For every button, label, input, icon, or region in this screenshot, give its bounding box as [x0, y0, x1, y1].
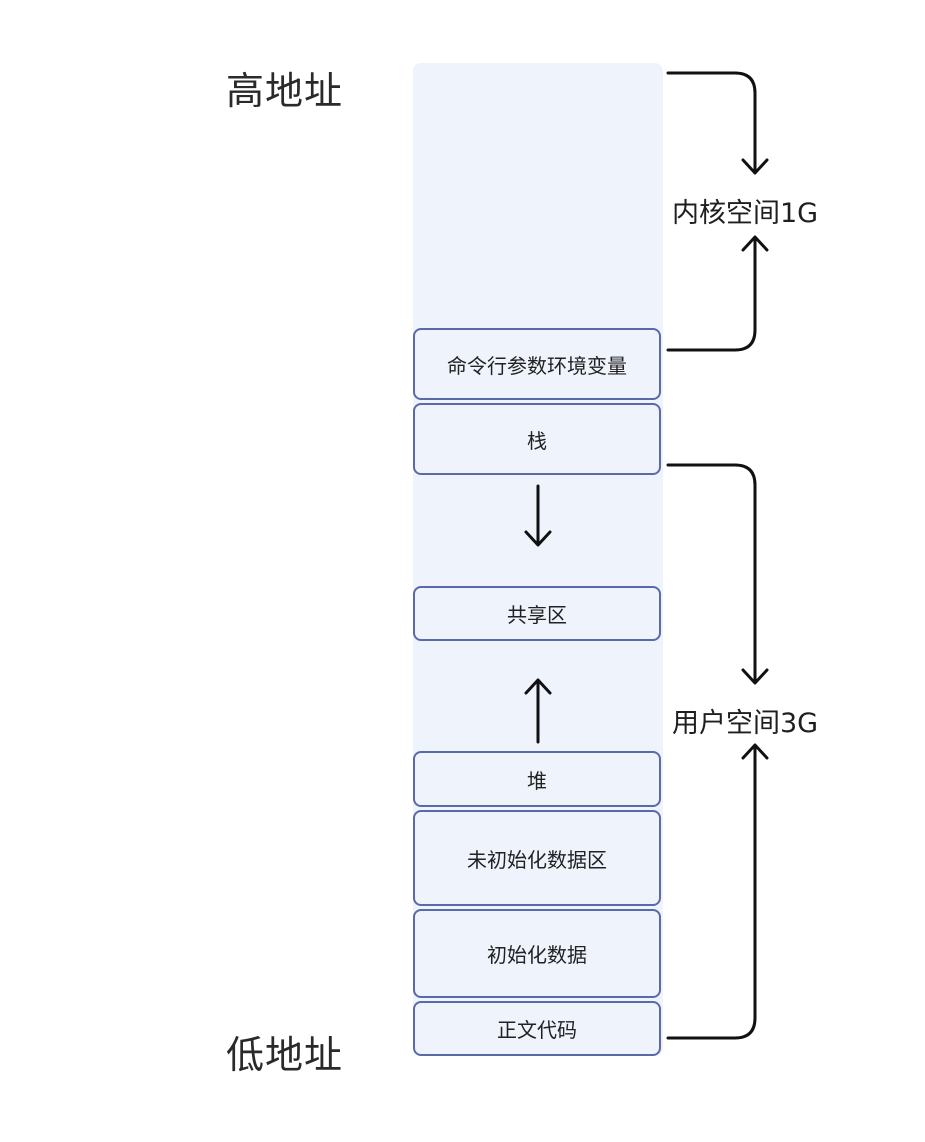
- low-address-label: 低地址: [226, 1033, 344, 1077]
- heap-growth-arrowhead: [524, 678, 552, 695]
- kernel-space-label: 内核空间1G: [668, 189, 823, 232]
- user-bottom-bracket: [666, 744, 757, 1040]
- segment-cmdline-env: 命令行参数环境变量: [413, 328, 661, 400]
- segment-data: 初始化数据: [413, 909, 661, 998]
- segment-shared: 共享区: [413, 586, 661, 641]
- segment-heap: 堆: [413, 751, 661, 807]
- segment-text: 正文代码: [413, 1001, 661, 1056]
- high-address-label: 高地址: [226, 69, 344, 113]
- kernel-top-arrowhead: [741, 158, 769, 175]
- kernel-bottom-bracket: [666, 236, 757, 352]
- user-top-bracket: [666, 463, 757, 684]
- kernel-bottom-arrowhead: [741, 235, 769, 252]
- user-top-arrowhead: [741, 668, 769, 685]
- user-space-label: 用户空间3G: [668, 699, 823, 742]
- user-bottom-arrowhead: [741, 743, 769, 760]
- segment-bss: 未初始化数据区: [413, 810, 661, 906]
- kernel-top-bracket: [666, 71, 757, 174]
- segment-stack: 栈: [413, 403, 661, 475]
- stack-growth-arrowhead: [524, 530, 552, 547]
